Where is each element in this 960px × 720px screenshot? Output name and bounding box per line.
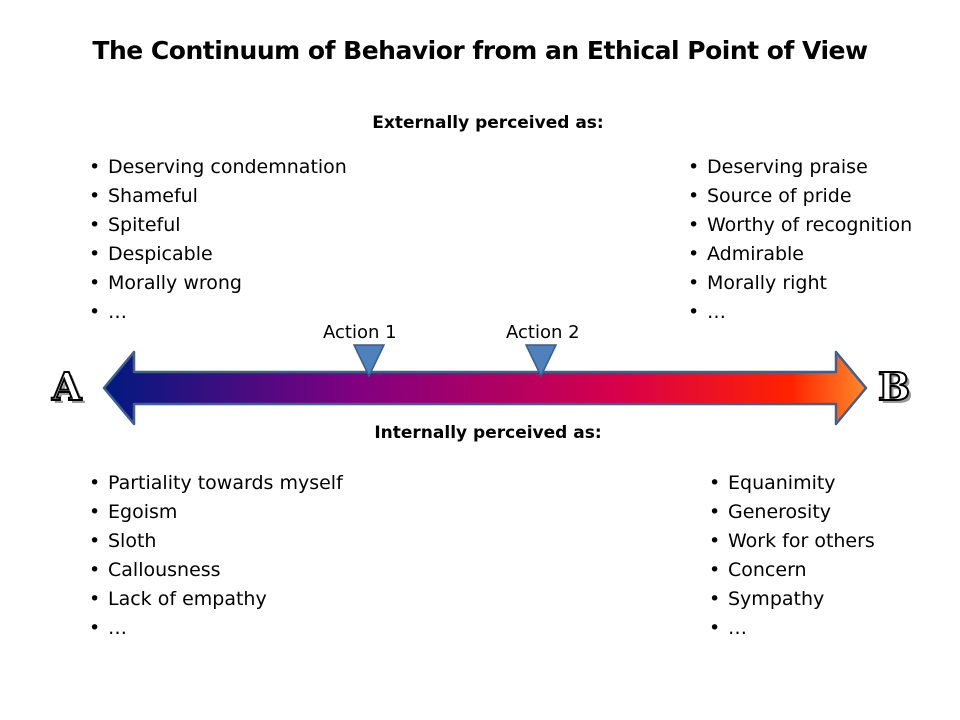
external-left-list: Deserving condemnation Shameful Spiteful…: [88, 153, 347, 327]
endpoint-a-label: A: [51, 363, 83, 410]
list-item: Deserving condemnation: [88, 153, 347, 182]
list-item: Sympathy: [708, 585, 875, 614]
list-item: Source of pride: [687, 182, 912, 211]
internal-heading: Internally perceived as:: [374, 423, 602, 443]
internal-left-list: Partiality towards myself Egoism Sloth C…: [88, 469, 343, 643]
list-item: Morally right: [687, 269, 912, 298]
list-item: Concern: [708, 556, 875, 585]
list-item: Egoism: [88, 498, 343, 527]
action-1-label: Action 1: [323, 322, 397, 343]
list-item: …: [708, 614, 875, 643]
action-2-marker: [524, 344, 558, 378]
list-item: Admirable: [687, 240, 912, 269]
list-item: Work for others: [708, 527, 875, 556]
diagram-title: The Continuum of Behavior from an Ethica…: [92, 36, 868, 65]
action-2-label: Action 2: [506, 322, 580, 343]
list-item: Lack of empathy: [88, 585, 343, 614]
list-item: Morally wrong: [88, 269, 347, 298]
list-item: Spiteful: [88, 211, 347, 240]
internal-right-list: Equanimity Generosity Work for others Co…: [708, 469, 875, 643]
list-item: Deserving praise: [687, 153, 912, 182]
double-headed-arrow: [102, 350, 868, 426]
list-item: Partiality towards myself: [88, 469, 343, 498]
list-item: Sloth: [88, 527, 343, 556]
external-right-list: Deserving praise Source of pride Worthy …: [687, 153, 912, 327]
list-item: Shameful: [88, 182, 347, 211]
list-item: Despicable: [88, 240, 347, 269]
list-item: …: [88, 298, 347, 327]
list-item: …: [88, 614, 343, 643]
external-heading: Externally perceived as:: [372, 113, 604, 133]
action-1-marker: [352, 344, 386, 378]
list-item: Callousness: [88, 556, 343, 585]
list-item: Generosity: [708, 498, 875, 527]
endpoint-b-label: B: [877, 363, 911, 410]
list-item: Worthy of recognition: [687, 211, 912, 240]
list-item: …: [687, 298, 912, 327]
list-item: Equanimity: [708, 469, 875, 498]
